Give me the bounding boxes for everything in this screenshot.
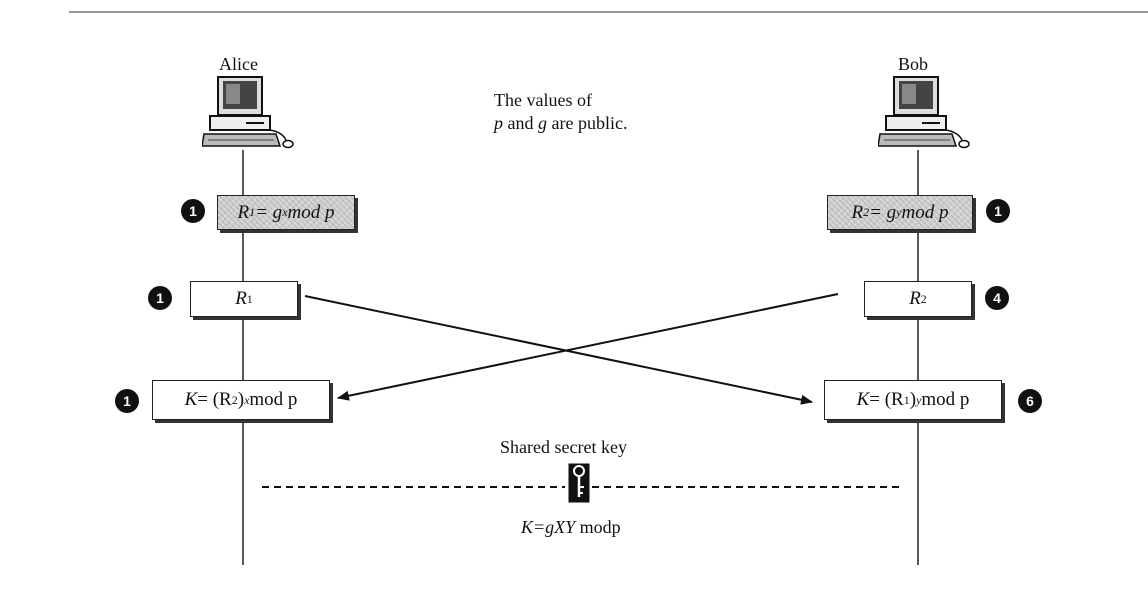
alice-label: Alice — [219, 54, 258, 74]
shared-key-formula: K=gXY modp — [521, 517, 621, 537]
alice-step3-badge: 1 — [115, 389, 139, 413]
alice-computer-icon — [202, 76, 294, 149]
arrow-r1-to-bob — [304, 295, 813, 405]
bob-step3-badge: 6 — [1018, 389, 1042, 413]
public-note-line1: The values of — [494, 90, 592, 110]
bob-step1-badge: 1 — [986, 199, 1010, 223]
public-note-line2: p and g are public. — [494, 113, 628, 133]
shared-key-title: Shared secret key — [500, 437, 627, 457]
alice-step1-badge: 1 — [181, 199, 205, 223]
bob-step2-badge: 4 — [985, 286, 1009, 310]
key-icon — [568, 463, 590, 503]
bob-label: Bob — [898, 54, 929, 74]
alice-step2-badge: 1 — [148, 286, 172, 310]
arrow-r2-to-alice — [337, 293, 839, 401]
bob-computer-icon — [878, 76, 970, 149]
